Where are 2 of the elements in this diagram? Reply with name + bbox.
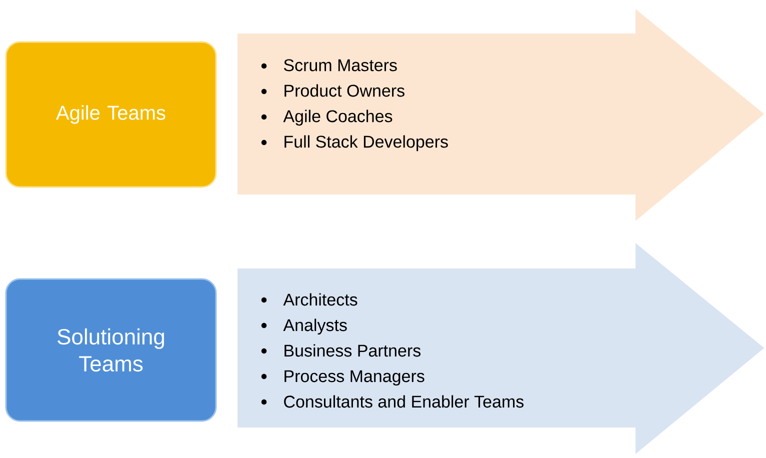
- team-box: Solutioning Teams: [5, 278, 217, 422]
- team-box: Agile Teams: [5, 41, 217, 188]
